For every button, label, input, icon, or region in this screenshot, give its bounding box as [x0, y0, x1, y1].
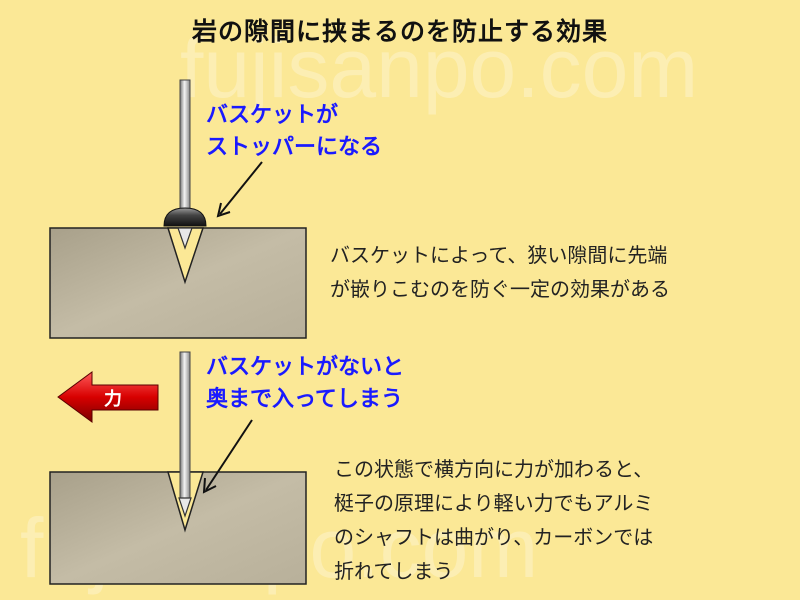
force-label: 力: [104, 389, 122, 410]
top-basket: [163, 207, 207, 227]
bottom-pole-shaft: [179, 351, 191, 501]
top-pole-tip: [177, 227, 193, 250]
bottom-description: この状態で横方向に力が加わると、 梃子の原理により軽い力でもアルミ のシャフトは…: [334, 452, 653, 588]
top-desc-line-1: バスケットによって、狭い隙間に先端: [330, 243, 668, 267]
force-arrow: [57, 371, 159, 423]
top-pointer-arrow: [219, 161, 263, 215]
top-label-line-1: バスケットが: [206, 103, 339, 128]
bottom-desc-line-3: のシャフトは曲がり、カーボンでは: [334, 525, 654, 549]
bottom-desc-line-2: 梃子の原理により軽い力でもアルミ: [334, 491, 654, 515]
bottom-label-line-2: 奥まで入ってしまう: [206, 387, 403, 412]
bottom-pole-tip: [178, 497, 192, 518]
bottom-label: バスケットがないと 奥まで入ってしまう: [206, 352, 404, 416]
top-description: バスケットによって、狭い隙間に先端 が嵌りこむのを防ぐ一定の効果がある: [330, 238, 670, 306]
top-pole-shaft: [179, 79, 191, 221]
top-label-line-2: ストッパーになる: [206, 135, 383, 160]
top-desc-line-2: が嵌りこむのを防ぐ一定の効果がある: [330, 277, 670, 301]
bottom-panel-illustration: [49, 351, 307, 585]
bottom-pointer-arrow: [205, 419, 253, 491]
top-panel-illustration: [49, 79, 307, 339]
top-label: バスケットが ストッパーになる: [206, 100, 382, 164]
bottom-desc-line-4: 折れてしまう: [334, 559, 454, 583]
page-title: 岩の隙間に挟まるのを防止する効果: [191, 17, 608, 46]
bottom-label-line-1: バスケットがないと: [206, 355, 405, 380]
bottom-desc-line-1: この状態で横方向に力が加わると、: [334, 457, 654, 481]
